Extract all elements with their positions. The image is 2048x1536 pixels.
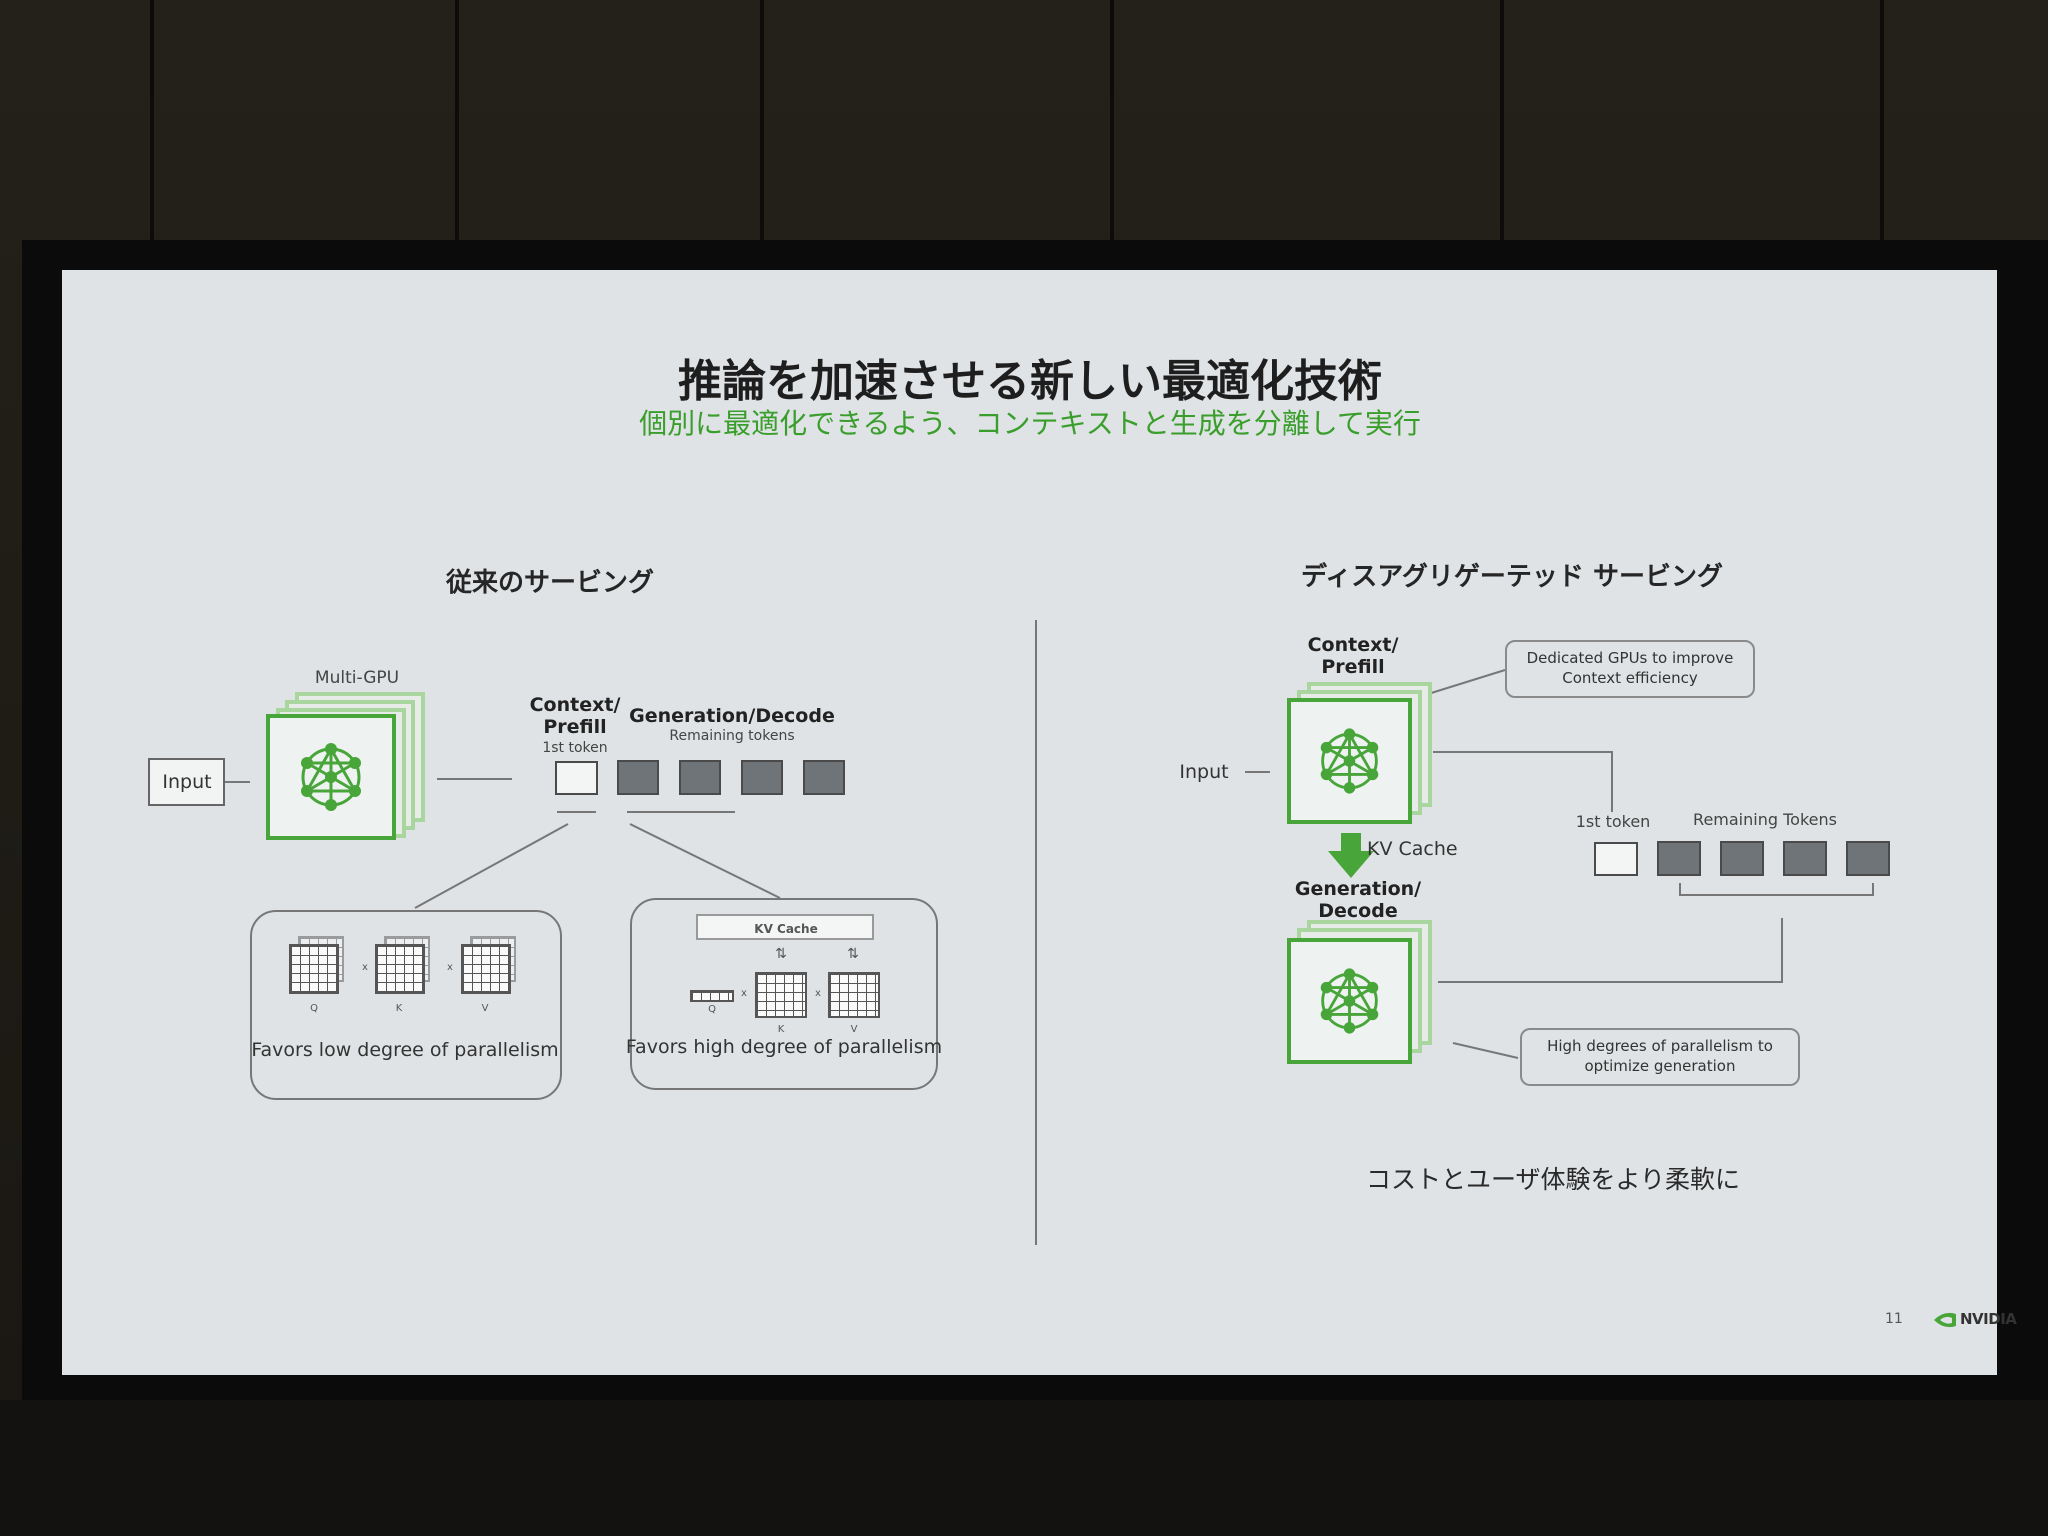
first-token-box — [1594, 842, 1638, 876]
kv-cache-label: KV Cache — [1367, 838, 1458, 860]
token-box — [617, 760, 659, 795]
traditional-serving-heading: 従来のサービング — [445, 568, 655, 598]
matrix-k — [755, 972, 807, 1018]
slide-subtitle: 個別に最適化できるよう、コンテキストと生成を分離して実行 — [639, 407, 1421, 440]
slide-title: 推論を加速させる新しい最適化技術 — [678, 356, 1382, 407]
matrix-v — [461, 944, 511, 994]
times-sign: x — [362, 962, 368, 973]
generation-decode-label: Generation/ Decode — [1294, 878, 1422, 922]
decode-caption: Favors high degree of parallelism — [625, 1036, 943, 1058]
times-sign: x — [741, 988, 747, 999]
times-sign: x — [815, 988, 821, 999]
prefill-attention-box — [250, 910, 562, 1100]
v-label: V — [481, 1003, 489, 1014]
first-token-label: 1st token — [542, 740, 608, 756]
wall-seam — [455, 0, 459, 260]
wall-seam — [1110, 0, 1114, 260]
generation-decode-label: Generation/Decode — [629, 705, 835, 727]
context-efficiency-callout: Dedicated GPUs to improve Context effici… — [1505, 640, 1755, 698]
arrows-icon: ⇅ — [775, 946, 787, 962]
matrix-q — [289, 944, 339, 994]
kv-cache-label: KV Cache — [754, 922, 818, 936]
arrows-icon: ⇅ — [847, 946, 859, 962]
nvidia-eye-icon — [1934, 1312, 1956, 1328]
token-box — [1846, 841, 1890, 876]
v-label: V — [850, 1024, 858, 1035]
context-prefill-label: Context/ Prefill — [529, 694, 621, 738]
prefill-caption: Favors low degree of parallelism — [251, 1039, 559, 1061]
token-box — [803, 760, 845, 795]
page-number: 11 — [1885, 1311, 1903, 1327]
token-box — [741, 760, 783, 795]
parallelism-callout: High degrees of parallelism to optimize … — [1520, 1028, 1800, 1086]
wall-seam — [150, 0, 154, 260]
times-sign: x — [447, 962, 453, 973]
token-box — [679, 760, 721, 795]
k-label: K — [395, 1003, 403, 1014]
section-divider — [1035, 620, 1037, 1245]
matrix-v — [828, 972, 880, 1018]
vector-q — [690, 990, 734, 1002]
token-box — [1783, 841, 1827, 876]
multi-gpu-label: Multi-GPU — [314, 668, 400, 688]
decode-attention-box — [630, 898, 938, 1090]
neural-network-icon — [1320, 968, 1379, 1034]
multi-gpu-block — [266, 714, 396, 840]
kv-cache-bar: KV Cache — [696, 914, 874, 940]
neural-network-icon — [301, 743, 361, 811]
first-token-label: 1st token — [1575, 812, 1651, 831]
wall-seam — [1880, 0, 1884, 260]
cost-ux-caption: コストとユーザ体験をより柔軟に — [1365, 1165, 1741, 1194]
remaining-tokens-label: Remaining tokens — [669, 728, 795, 744]
decode-gpu-block — [1287, 938, 1412, 1064]
matrix-k — [375, 944, 425, 994]
q-label: Q — [310, 1003, 318, 1014]
first-token-box — [555, 761, 598, 795]
token-box — [1720, 841, 1764, 876]
k-label: K — [777, 1024, 785, 1035]
input-box: Input — [148, 758, 225, 806]
input-label: Input — [1179, 761, 1229, 783]
wall-seam — [1500, 0, 1504, 260]
disaggregated-serving-heading: ディスアグリゲーテッド サービング — [1301, 562, 1723, 592]
context-gpu-block — [1287, 698, 1412, 824]
input-label: Input — [162, 771, 212, 793]
q-label: Q — [708, 1004, 716, 1015]
nvidia-logo: NVIDIA — [1932, 1309, 2022, 1331]
remaining-tokens-label: Remaining Tokens — [1693, 810, 1837, 829]
token-box — [1657, 841, 1701, 876]
context-prefill-label: Context/ Prefill — [1307, 634, 1399, 678]
neural-network-icon — [1320, 728, 1379, 794]
wall-seam — [760, 0, 764, 260]
nvidia-wordmark: NVIDIA — [1960, 1310, 2017, 1328]
room-floor — [0, 1400, 2048, 1536]
